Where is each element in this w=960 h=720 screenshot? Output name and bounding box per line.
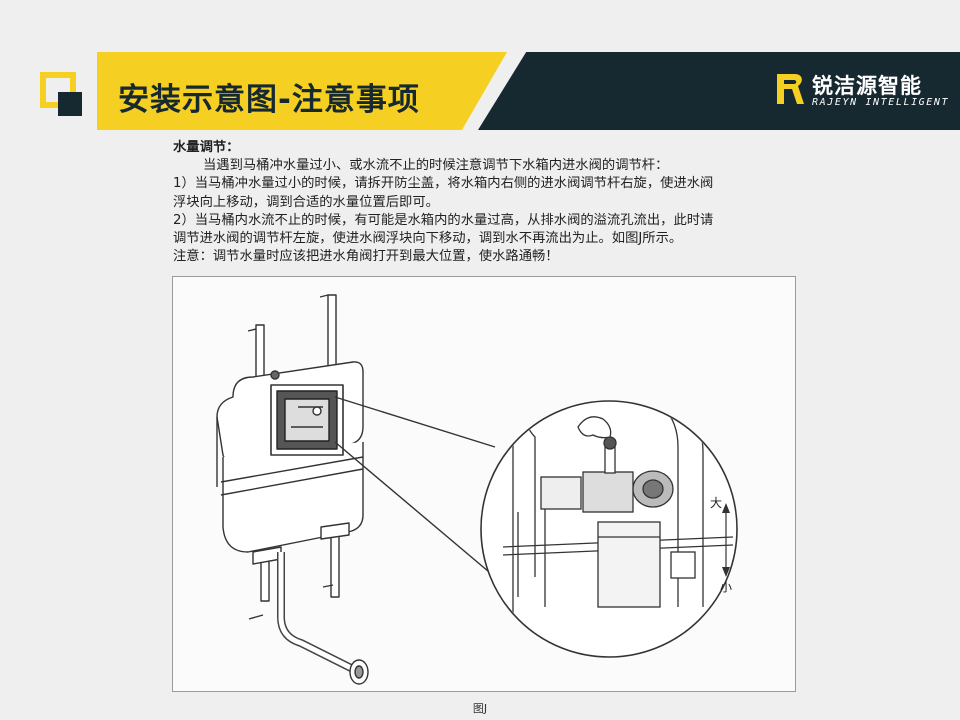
note-line: 注意：调节水量时应该把进水角阀打开到最大位置，使水路通畅！	[173, 249, 559, 265]
figure-caption: 图J	[472, 702, 488, 715]
brand-name: 锐洁源智能	[812, 74, 922, 98]
brand-r-icon	[777, 74, 804, 104]
arrow-label-up: 大	[710, 496, 722, 510]
item-1-line-2: 浮块向上移动，调到合适的水量位置后即可。	[173, 194, 439, 210]
installation-figure: 大 小	[172, 276, 796, 692]
item-2-line-2: 调节进水阀的调节杆左旋，使进水阀浮块向下移动，调到水不再流出为止。如图J所示。	[173, 231, 683, 247]
item-2-line-1: 2）当马桶内水流不止的时候，有可能是水箱内的水量过高，从排水阀的溢流孔流出，此时…	[173, 212, 714, 228]
instruction-text: 水量调节： 当遇到马桶冲水量过小、或水流不止的时候注意调节下水箱内进水阀的调节杆…	[173, 139, 813, 266]
page-title: 安装示意图-注意事项	[118, 82, 420, 118]
section-heading: 水量调节：	[173, 140, 240, 155]
intro-paragraph: 当遇到马桶冲水量过小、或水流不止的时候注意调节下水箱内进水阀的调节杆：	[203, 158, 669, 174]
brand-banner	[478, 52, 960, 130]
corner-decoration-fill	[58, 92, 82, 116]
brand-subtitle: RAJEYN INTELLIGENT	[812, 97, 950, 108]
item-1-line-1: 1）当马桶冲水量过小的时候，请拆开防尘盖，将水箱内右侧的进水阀调节杆右旋，使进水…	[173, 176, 714, 192]
arrow-label-down: 小	[720, 580, 732, 594]
title-banner	[97, 52, 507, 130]
tank-diagram: 大 小	[216, 294, 738, 685]
